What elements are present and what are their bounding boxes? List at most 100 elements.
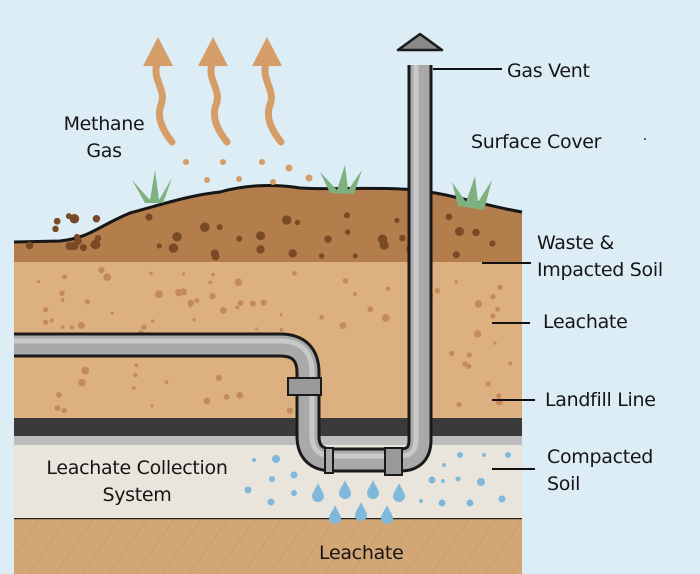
waste-dot bbox=[209, 292, 216, 300]
topsoil-dot bbox=[65, 241, 74, 251]
topsoil-dot bbox=[324, 235, 332, 244]
waste-dot bbox=[485, 381, 491, 387]
methane-arrows bbox=[143, 37, 285, 146]
waste-dot bbox=[215, 374, 222, 381]
leachate-dots bbox=[244, 452, 511, 507]
topsoil-dot bbox=[318, 253, 325, 259]
label-lcs-line1: Leachate Collection bbox=[46, 457, 228, 479]
topsoil-dot bbox=[52, 225, 59, 233]
label-waste-line2: Impacted Soil bbox=[537, 259, 663, 281]
label-compacted-line1: Compacted bbox=[547, 446, 654, 468]
waste-dot bbox=[319, 315, 324, 320]
topsoil-dot bbox=[455, 227, 464, 236]
waste-dot bbox=[279, 313, 283, 317]
waste-dot bbox=[497, 284, 503, 290]
topsoil-dot bbox=[90, 242, 96, 248]
label-methane-line1: Methane bbox=[63, 113, 145, 135]
waste-dot bbox=[237, 300, 244, 306]
waste-dot bbox=[454, 280, 458, 284]
surface-cover-layer bbox=[14, 185, 522, 262]
water-droplet-icon bbox=[312, 483, 324, 502]
waste-dot bbox=[474, 300, 483, 308]
waste-dot bbox=[134, 363, 139, 368]
waste-dot bbox=[508, 361, 513, 366]
label-gas-vent: Gas Vent bbox=[507, 60, 590, 82]
water-droplet-icon bbox=[329, 505, 341, 524]
waste-dot bbox=[211, 272, 215, 277]
waste-dot bbox=[43, 306, 49, 313]
waste-dot bbox=[54, 405, 61, 412]
waste-dot bbox=[81, 366, 90, 375]
bottom-soil-layer bbox=[14, 518, 522, 574]
waste-dot bbox=[132, 372, 138, 378]
waste-dot bbox=[223, 394, 230, 400]
leachate-collection-pipe bbox=[14, 32, 444, 476]
water-droplet-icon bbox=[339, 480, 351, 499]
waste-dot bbox=[55, 391, 62, 398]
waste-dot bbox=[78, 378, 86, 387]
waste-dot bbox=[235, 305, 240, 310]
topsoil-dot bbox=[452, 251, 460, 259]
topsoil-dot bbox=[92, 215, 101, 223]
waste-dot bbox=[103, 273, 112, 281]
waste-dot bbox=[150, 404, 154, 408]
topsoil-dot bbox=[236, 235, 243, 242]
waste-dot bbox=[279, 328, 284, 332]
waste-dot bbox=[59, 290, 65, 296]
waste-dot bbox=[260, 299, 267, 306]
waste-dot bbox=[292, 271, 297, 276]
topsoil-dot bbox=[168, 243, 179, 253]
label-waste-impacted-soil: Waste & Impacted Soil bbox=[537, 230, 663, 284]
topsoil-dots bbox=[25, 212, 496, 261]
waste-dot bbox=[495, 306, 500, 312]
waste-dot bbox=[149, 271, 153, 276]
waste-dot bbox=[98, 267, 105, 274]
waste-dot bbox=[62, 274, 68, 280]
waste-dot bbox=[69, 325, 74, 330]
label-leachate-bottom: Leachate bbox=[319, 542, 404, 564]
label-methane-line2: Gas bbox=[86, 140, 122, 162]
waste-dot bbox=[490, 313, 496, 319]
waste-dot bbox=[175, 288, 183, 297]
stray-dot bbox=[644, 138, 646, 140]
methane-arrow-1 bbox=[143, 37, 176, 146]
grass-clump-left bbox=[132, 170, 172, 203]
gas-particles bbox=[183, 159, 313, 185]
topsoil-dot bbox=[294, 219, 301, 226]
waste-dot bbox=[49, 318, 54, 323]
waste-dot bbox=[150, 319, 155, 323]
waste-dot bbox=[77, 321, 85, 329]
waste-dot bbox=[194, 298, 200, 304]
compacted-soil-shadow bbox=[14, 435, 522, 445]
grass-clump-middle bbox=[320, 165, 362, 194]
topsoil-dot bbox=[65, 213, 72, 220]
landfill-liner bbox=[14, 418, 522, 436]
waste-dot bbox=[192, 318, 196, 322]
waste-dot bbox=[367, 306, 374, 313]
waste-dot bbox=[84, 299, 90, 305]
topsoil-dot bbox=[379, 240, 389, 250]
label-compacted-line2: Soil bbox=[547, 473, 581, 495]
waste-dot bbox=[208, 280, 213, 285]
waste-dot bbox=[110, 311, 114, 315]
waste-dot bbox=[385, 286, 390, 291]
topsoil-dot bbox=[216, 224, 223, 231]
waste-dot bbox=[181, 272, 186, 276]
topsoil-dot bbox=[352, 253, 358, 259]
label-surface-cover: Surface Cover bbox=[471, 131, 602, 153]
waste-dot bbox=[496, 393, 502, 399]
waste-dot bbox=[61, 408, 67, 414]
pipe-coupling-lower bbox=[384, 447, 403, 476]
waste-dot bbox=[42, 319, 49, 326]
label-leachate-layer: Leachate bbox=[543, 311, 628, 333]
waste-dot bbox=[339, 322, 347, 329]
waste-dot bbox=[456, 402, 462, 408]
waste-dot bbox=[490, 294, 496, 300]
waste-dot bbox=[234, 278, 243, 286]
waste-dot bbox=[493, 341, 497, 345]
waste-dot bbox=[36, 280, 41, 284]
topsoil-dot bbox=[74, 237, 82, 245]
grass-clump-right bbox=[452, 176, 492, 210]
